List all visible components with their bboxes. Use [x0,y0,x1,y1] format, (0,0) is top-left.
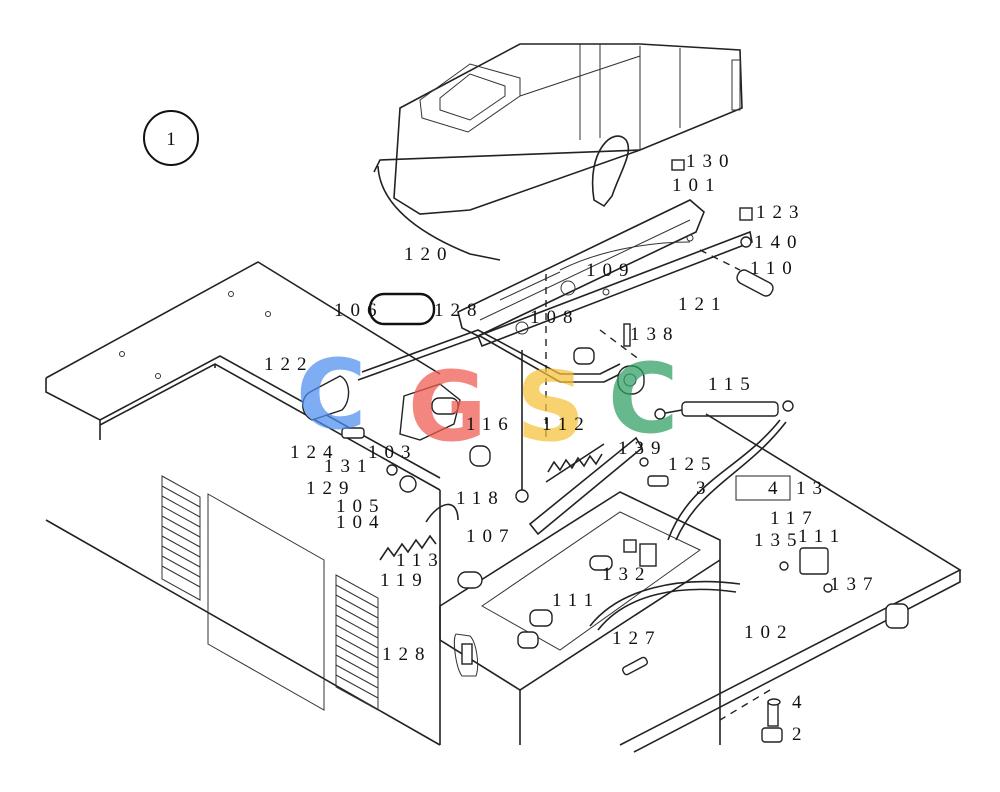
callout-120: 120 [404,244,454,265]
callout-131: 131 [324,456,374,477]
callout-109: 109 [586,260,636,281]
callout-13: 13 [796,478,829,499]
control-box [439,491,721,745]
callout-2: 2 [792,724,802,745]
callout-106: 106 [334,300,384,321]
callout-137: 137 [830,574,880,595]
svg-text:1: 1 [166,129,176,150]
callout-110: 110 [750,258,799,279]
callout-4: 4 [792,692,802,713]
callout-116: 116 [466,414,515,435]
callout-140: 140 [754,232,804,253]
seat-cushion [373,43,743,261]
callout-122: 122 [264,354,314,375]
callout-102: 102 [744,622,794,643]
callout-111: 111 [798,526,846,547]
crank-bar [357,329,625,383]
spring-112 [545,443,605,483]
callout-101: 101 [672,175,722,196]
reference-box [735,475,791,501]
watermark-letter-c2: C [608,343,678,455]
callout-103: 103 [368,442,418,463]
watermark-letter-g: G [408,351,487,463]
lever-handle [591,135,630,208]
harness-cable-2 [589,580,741,631]
callout-119: 119 [380,570,429,591]
callout-129: 129 [306,478,356,499]
bushing-122 [302,375,350,421]
slide-rails [457,199,753,348]
louver-lines-right [335,584,379,699]
louver-lines-left [161,485,201,588]
right-base-plate [619,413,962,753]
callout-4-box: 4 [768,478,785,499]
callout-118: 118 [456,488,505,509]
callout-105: 105 [336,496,386,517]
link-107 [528,436,644,536]
callout-124: 124 [290,442,340,463]
callout-108: 108 [530,307,580,328]
view-marker: 1 [143,110,199,166]
callout-121: 121 [678,294,728,315]
base-cabinet [45,261,441,746]
callout-125: 125 [668,454,718,475]
callout-107: 107 [466,526,516,547]
spring-113 [379,503,459,561]
callout-127: 127 [612,628,662,649]
watermark-letter-s: S [516,351,585,463]
callout-128: 128 [382,644,432,665]
callout-3: 3 [696,478,713,499]
callout-135: 135 [754,530,804,551]
callout-130: 130 [686,151,736,172]
watermark-letter-c1: C [296,339,366,451]
callout-117: 117 [770,508,819,529]
callout-123: 123 [756,202,806,223]
line-art [45,43,962,753]
gas-strut-115 [654,400,794,420]
callout-113: 113 [396,550,445,571]
callout-132: 132 [602,564,652,585]
hardware [341,159,833,743]
callout-138: 138 [630,324,680,345]
watermark: C G S C [296,339,678,463]
highlight-box [368,292,436,326]
callout-111b: 111 [552,590,600,611]
callout-labels: 130 101 123 140 110 120 109 121 106 128 … [264,151,880,745]
callout-115: 115 [708,374,757,395]
callout-104: 104 [336,512,386,533]
harness-cable [667,419,787,541]
callout-128-top: 128 [434,300,484,321]
crank-knob [617,365,645,395]
callout-112: 112 [542,414,591,435]
callout-139: 139 [618,438,668,459]
